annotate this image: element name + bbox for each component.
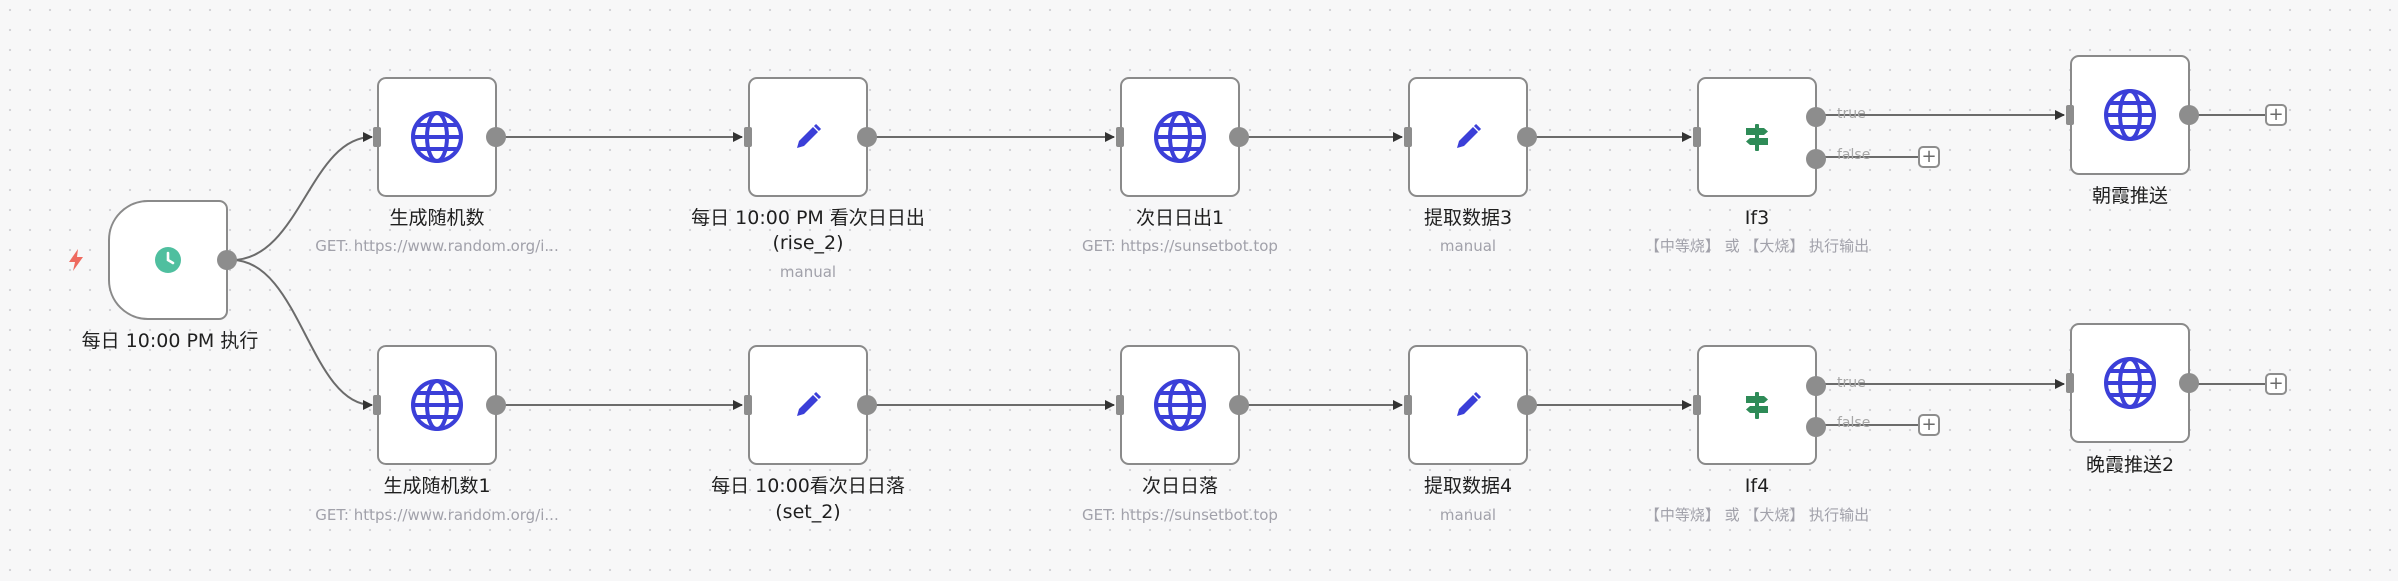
signpost-icon bbox=[1741, 389, 1773, 421]
node-next-rise[interactable] bbox=[1116, 77, 1249, 197]
edge-trigger-random2 bbox=[231, 259, 373, 410]
node-label-extract3: 提取数据3 bbox=[1423, 207, 1513, 229]
node-extract4[interactable] bbox=[1404, 345, 1537, 465]
input-handle[interactable] bbox=[2066, 105, 2074, 125]
node-label-rise: 每日 10:00 PM 看次日日出 bbox=[691, 207, 925, 229]
node-sub-next-set: GET: https://sunsetbot.top bbox=[1082, 506, 1278, 524]
output-handle[interactable] bbox=[217, 250, 237, 270]
node-sub-random2: GET: https://www.random.org/i... bbox=[315, 506, 559, 524]
clock-icon bbox=[154, 246, 182, 274]
node-label-next-set: 次日日落 bbox=[1141, 475, 1218, 497]
node-label-if4: If4 bbox=[1744, 475, 1770, 497]
node-label-if3: If3 bbox=[1744, 207, 1770, 229]
output-handle[interactable] bbox=[857, 395, 877, 415]
node-sub-if4: 【中等烧】 或 【大烧】 执行输出 bbox=[1644, 506, 1870, 524]
branch-label-false: false bbox=[1837, 147, 1871, 163]
input-handle[interactable] bbox=[373, 395, 381, 415]
input-handle[interactable] bbox=[2066, 373, 2074, 393]
node-extract3[interactable] bbox=[1404, 77, 1537, 197]
false-output-handle[interactable] bbox=[1806, 417, 1826, 437]
node-label-evening-push: 晚霞推送2 bbox=[2085, 454, 2175, 476]
input-handle[interactable] bbox=[1693, 395, 1701, 415]
input-handle[interactable] bbox=[744, 127, 752, 147]
globe-icon bbox=[2102, 355, 2158, 411]
pencil-icon bbox=[1453, 122, 1483, 152]
branch-label-false: false bbox=[1837, 415, 1871, 431]
node-next-set[interactable] bbox=[1116, 345, 1249, 465]
node-label2-set: (set_2) bbox=[775, 501, 841, 523]
pencil-icon bbox=[793, 390, 823, 420]
output-handle[interactable] bbox=[2179, 373, 2199, 393]
node-sub-extract3: manual bbox=[1439, 237, 1497, 255]
node-label2-rise: (rise_2) bbox=[772, 232, 844, 254]
node-label-trigger: 每日 10:00 PM 执行 bbox=[81, 330, 259, 352]
output-handle[interactable] bbox=[1517, 395, 1537, 415]
output-handle[interactable] bbox=[1229, 127, 1249, 147]
branch-label-true: true bbox=[1837, 375, 1866, 391]
node-trigger[interactable] bbox=[108, 200, 237, 320]
input-handle[interactable] bbox=[1693, 127, 1701, 147]
true-output-handle[interactable] bbox=[1806, 107, 1826, 127]
output-handle[interactable] bbox=[486, 395, 506, 415]
globe-icon bbox=[1152, 109, 1208, 165]
output-handle[interactable] bbox=[857, 127, 877, 147]
globe-icon bbox=[1152, 377, 1208, 433]
node-label-extract4: 提取数据4 bbox=[1423, 475, 1513, 497]
input-handle[interactable] bbox=[1404, 395, 1412, 415]
node-evening-push[interactable] bbox=[2066, 323, 2199, 443]
input-handle[interactable] bbox=[1116, 127, 1124, 147]
node-set[interactable] bbox=[744, 345, 877, 465]
node-label-set: 每日 10:00看次日日落 bbox=[711, 475, 905, 497]
globe-icon bbox=[409, 377, 465, 433]
pencil-icon bbox=[793, 122, 823, 152]
node-rise[interactable] bbox=[744, 77, 877, 197]
node-label-random1: 生成随机数 bbox=[389, 207, 485, 229]
input-handle[interactable] bbox=[373, 127, 381, 147]
node-sub-extract4: manual bbox=[1439, 506, 1497, 524]
output-handle[interactable] bbox=[486, 127, 506, 147]
trigger-bolt-icon bbox=[67, 248, 85, 276]
node-sub-rise: manual bbox=[779, 263, 837, 281]
node-sub-if3: 【中等烧】 或 【大烧】 执行输出 bbox=[1644, 237, 1870, 255]
edge-trigger-random1 bbox=[231, 132, 373, 261]
globe-icon bbox=[409, 109, 465, 165]
output-handle[interactable] bbox=[2179, 105, 2199, 125]
node-label-next-rise: 次日日出1 bbox=[1135, 207, 1225, 229]
true-output-handle[interactable] bbox=[1806, 376, 1826, 396]
pencil-icon bbox=[1453, 390, 1483, 420]
add-node-button[interactable]: + bbox=[1918, 414, 1940, 436]
node-random1[interactable] bbox=[373, 77, 506, 197]
node-sub-next-rise: GET: https://sunsetbot.top bbox=[1082, 237, 1278, 255]
add-node-button[interactable]: + bbox=[1918, 146, 1940, 168]
node-label-random2: 生成随机数1 bbox=[383, 475, 491, 497]
node-label-morning-push: 朝霞推送 bbox=[2091, 185, 2168, 207]
signpost-icon bbox=[1741, 121, 1773, 153]
false-output-handle[interactable] bbox=[1806, 149, 1826, 169]
output-handle[interactable] bbox=[1229, 395, 1249, 415]
input-handle[interactable] bbox=[744, 395, 752, 415]
node-morning-push[interactable] bbox=[2066, 55, 2199, 175]
input-handle[interactable] bbox=[1404, 127, 1412, 147]
globe-icon bbox=[2102, 87, 2158, 143]
node-sub-random1: GET: https://www.random.org/i... bbox=[315, 237, 559, 255]
add-node-button[interactable]: + bbox=[2265, 373, 2287, 395]
output-handle[interactable] bbox=[1517, 127, 1537, 147]
add-node-button[interactable]: + bbox=[2265, 104, 2287, 126]
node-if4[interactable] bbox=[1693, 345, 1826, 465]
node-if3[interactable] bbox=[1693, 77, 1826, 197]
node-random2[interactable] bbox=[373, 345, 506, 465]
input-handle[interactable] bbox=[1116, 395, 1124, 415]
branch-label-true: true bbox=[1837, 106, 1866, 122]
